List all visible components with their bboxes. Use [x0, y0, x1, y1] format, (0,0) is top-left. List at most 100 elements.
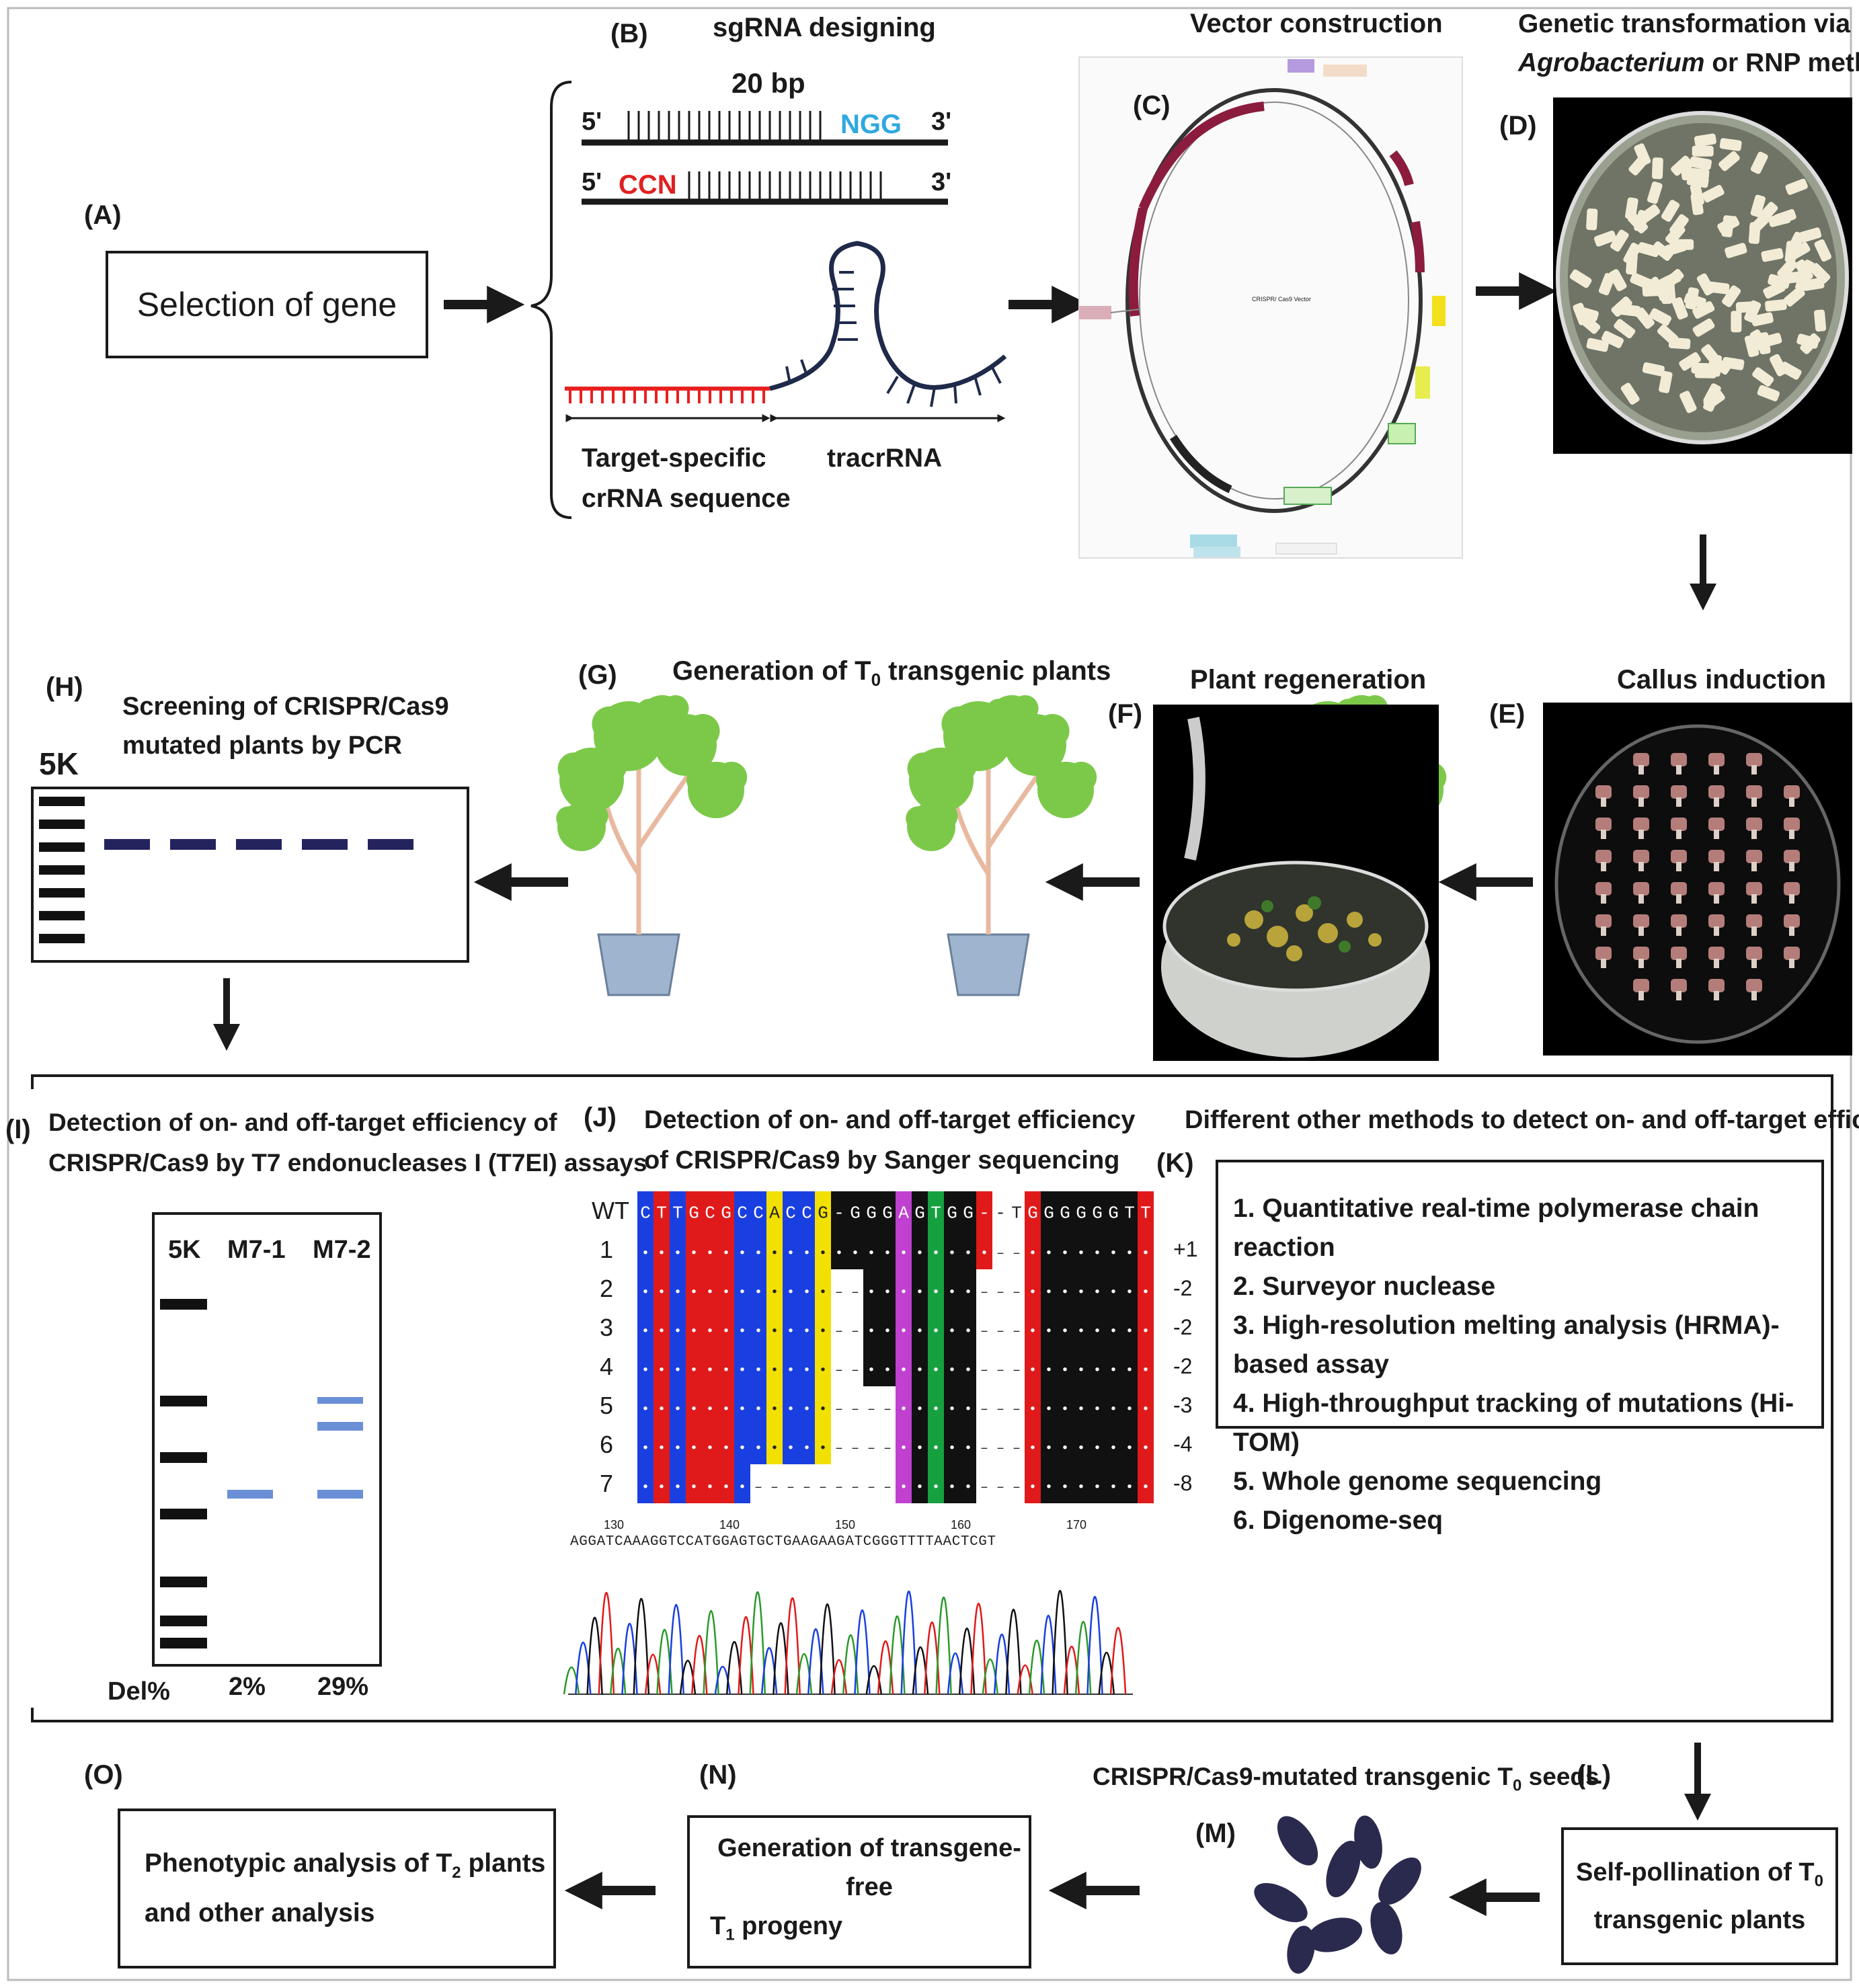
- alignment-cell: •: [932, 1246, 940, 1261]
- alignment-cell: •: [1077, 1480, 1085, 1495]
- alignment-cell: –: [851, 1363, 859, 1378]
- alignment-cell: •: [1125, 1246, 1134, 1261]
- alignment-cell: •: [964, 1363, 972, 1378]
- alignment-cell: –: [835, 1363, 843, 1378]
- alignment-cell: •: [1077, 1441, 1085, 1456]
- alignment-cell: –: [867, 1480, 875, 1495]
- crrna-label-2: crRNA sequence: [582, 484, 791, 513]
- alignment-cell: •: [658, 1363, 666, 1378]
- alignment-cell: •: [1142, 1441, 1150, 1456]
- five-prime-top: 5': [582, 108, 602, 136]
- alignment-cell: •: [754, 1363, 762, 1378]
- alignment-cell: –: [1013, 1402, 1021, 1417]
- ccn-pam: CCN: [619, 170, 677, 200]
- del-m7-2: 29%: [317, 1673, 369, 1701]
- alignment-cell: •: [706, 1441, 714, 1456]
- alignment-cell: •: [770, 1402, 779, 1417]
- alignment-cell: •: [1142, 1402, 1150, 1417]
- t7ei-gel: [152, 1212, 382, 1667]
- alignment-cell: G: [947, 1203, 957, 1223]
- alignment-cell: A: [898, 1203, 909, 1223]
- alignment-cell: C: [737, 1203, 748, 1223]
- transformation-title-1: Genetic transformation via: [1518, 9, 1851, 38]
- self-pollination-line-1: Self-pollination of T0: [1576, 1858, 1823, 1891]
- alignment-cell: •: [835, 1246, 843, 1261]
- alignment-cell: -: [995, 1203, 1006, 1223]
- plasmid-feature-cas9: [1138, 102, 1265, 210]
- label-n: (N): [699, 1760, 737, 1790]
- alignment-cell: •: [964, 1441, 972, 1456]
- alignment-cell: •: [1061, 1246, 1069, 1261]
- alignment-cell: •: [1077, 1324, 1085, 1339]
- alignment-cell: •: [770, 1324, 779, 1339]
- alignment-cell: T: [656, 1203, 667, 1223]
- other-methods-box: 1. Quantitative real-time polymerase cha…: [1216, 1160, 1824, 1535]
- alignment-cell: •: [1045, 1285, 1053, 1300]
- alignment-cell: •: [1061, 1480, 1069, 1495]
- plasmid-name: CRISPR/ Cas9 Vector: [1252, 296, 1312, 303]
- alignment-cell: •: [1142, 1285, 1150, 1300]
- alignment-cell: •: [770, 1441, 779, 1456]
- alignment-cell: •: [1061, 1324, 1069, 1339]
- alignment-cell: –: [996, 1285, 1004, 1300]
- alignment-cell: •: [770, 1246, 779, 1261]
- alignment-cell: •: [1029, 1480, 1037, 1495]
- alignment-cell: T: [672, 1203, 683, 1223]
- callus-title: Callus induction: [1617, 665, 1827, 694]
- alignment-cell: •: [1109, 1246, 1117, 1261]
- selection-of-gene-text: Selection of gene: [136, 286, 397, 323]
- alignment-cell: •: [690, 1363, 698, 1378]
- indel-label: -4: [1173, 1432, 1193, 1456]
- label-g: (G): [578, 660, 617, 690]
- alignment-cell: •: [1045, 1441, 1053, 1456]
- sanger-title: Detection of on- and off-target efficien…: [644, 1106, 1136, 1175]
- indel-label: -3: [1173, 1393, 1193, 1417]
- alignment-cell: •: [1125, 1285, 1134, 1300]
- alignment-cell: •: [722, 1402, 730, 1417]
- alignment-cell: •: [722, 1363, 730, 1378]
- alignment-cell: –: [835, 1402, 843, 1417]
- trace-sequence: AGGATCAAAGGTCCATGGAGTGCTGAAGAAGATCGGGTTT…: [570, 1534, 996, 1550]
- alignment-cell: •: [770, 1363, 779, 1378]
- alignment-cell: •: [932, 1402, 940, 1417]
- label-c: (C): [1133, 91, 1171, 120]
- alignment-cell: G: [882, 1203, 893, 1223]
- alignment-row-label: 2: [600, 1275, 614, 1302]
- seeds: [1254, 1815, 1421, 1974]
- alignment-cell: •: [641, 1363, 649, 1378]
- plasmid-map-panel: [1078, 56, 1463, 559]
- alignment-row-label: 7: [600, 1470, 614, 1497]
- alignment-cell: –: [980, 1324, 988, 1339]
- alignment-cell: •: [690, 1324, 698, 1339]
- alignment-cell: •: [641, 1285, 649, 1300]
- indel-label: -8: [1173, 1471, 1193, 1495]
- alignment-cell: –: [851, 1402, 859, 1417]
- alignment-cell: •: [787, 1285, 795, 1300]
- label-j: (J): [584, 1103, 617, 1132]
- alignment-cell: •: [1045, 1402, 1053, 1417]
- alignment-cell: •: [980, 1246, 988, 1261]
- alignment-cell: •: [1093, 1285, 1101, 1300]
- alignment-cell: •: [1125, 1480, 1134, 1495]
- alignment-cell: –: [835, 1441, 843, 1456]
- alignment-cell: •: [787, 1324, 795, 1339]
- alignment-cell: •: [1061, 1441, 1069, 1456]
- detection-bracket: [31, 1074, 1833, 1722]
- alignment-cell: •: [900, 1480, 908, 1495]
- alignment-cell: T: [1124, 1203, 1135, 1223]
- alignment-cell: •: [1125, 1441, 1134, 1456]
- alignment-cell: •: [1125, 1324, 1134, 1339]
- method-item: 5. Whole genome sequencing: [1233, 1467, 1602, 1496]
- alignment-cell: •: [948, 1363, 956, 1378]
- alignment-cell: G: [914, 1203, 925, 1223]
- alignment-cell: •: [1029, 1363, 1037, 1378]
- alignment-cell: –: [1013, 1324, 1021, 1339]
- alignment-row-label: 3: [600, 1314, 614, 1341]
- indel-label: -2: [1173, 1315, 1193, 1339]
- trace-position: 140: [719, 1518, 740, 1532]
- other-methods-title: Different other methods to detect on- an…: [1185, 1106, 1859, 1134]
- alignment-cell: –: [883, 1480, 892, 1495]
- alignment-cell: –: [980, 1363, 988, 1378]
